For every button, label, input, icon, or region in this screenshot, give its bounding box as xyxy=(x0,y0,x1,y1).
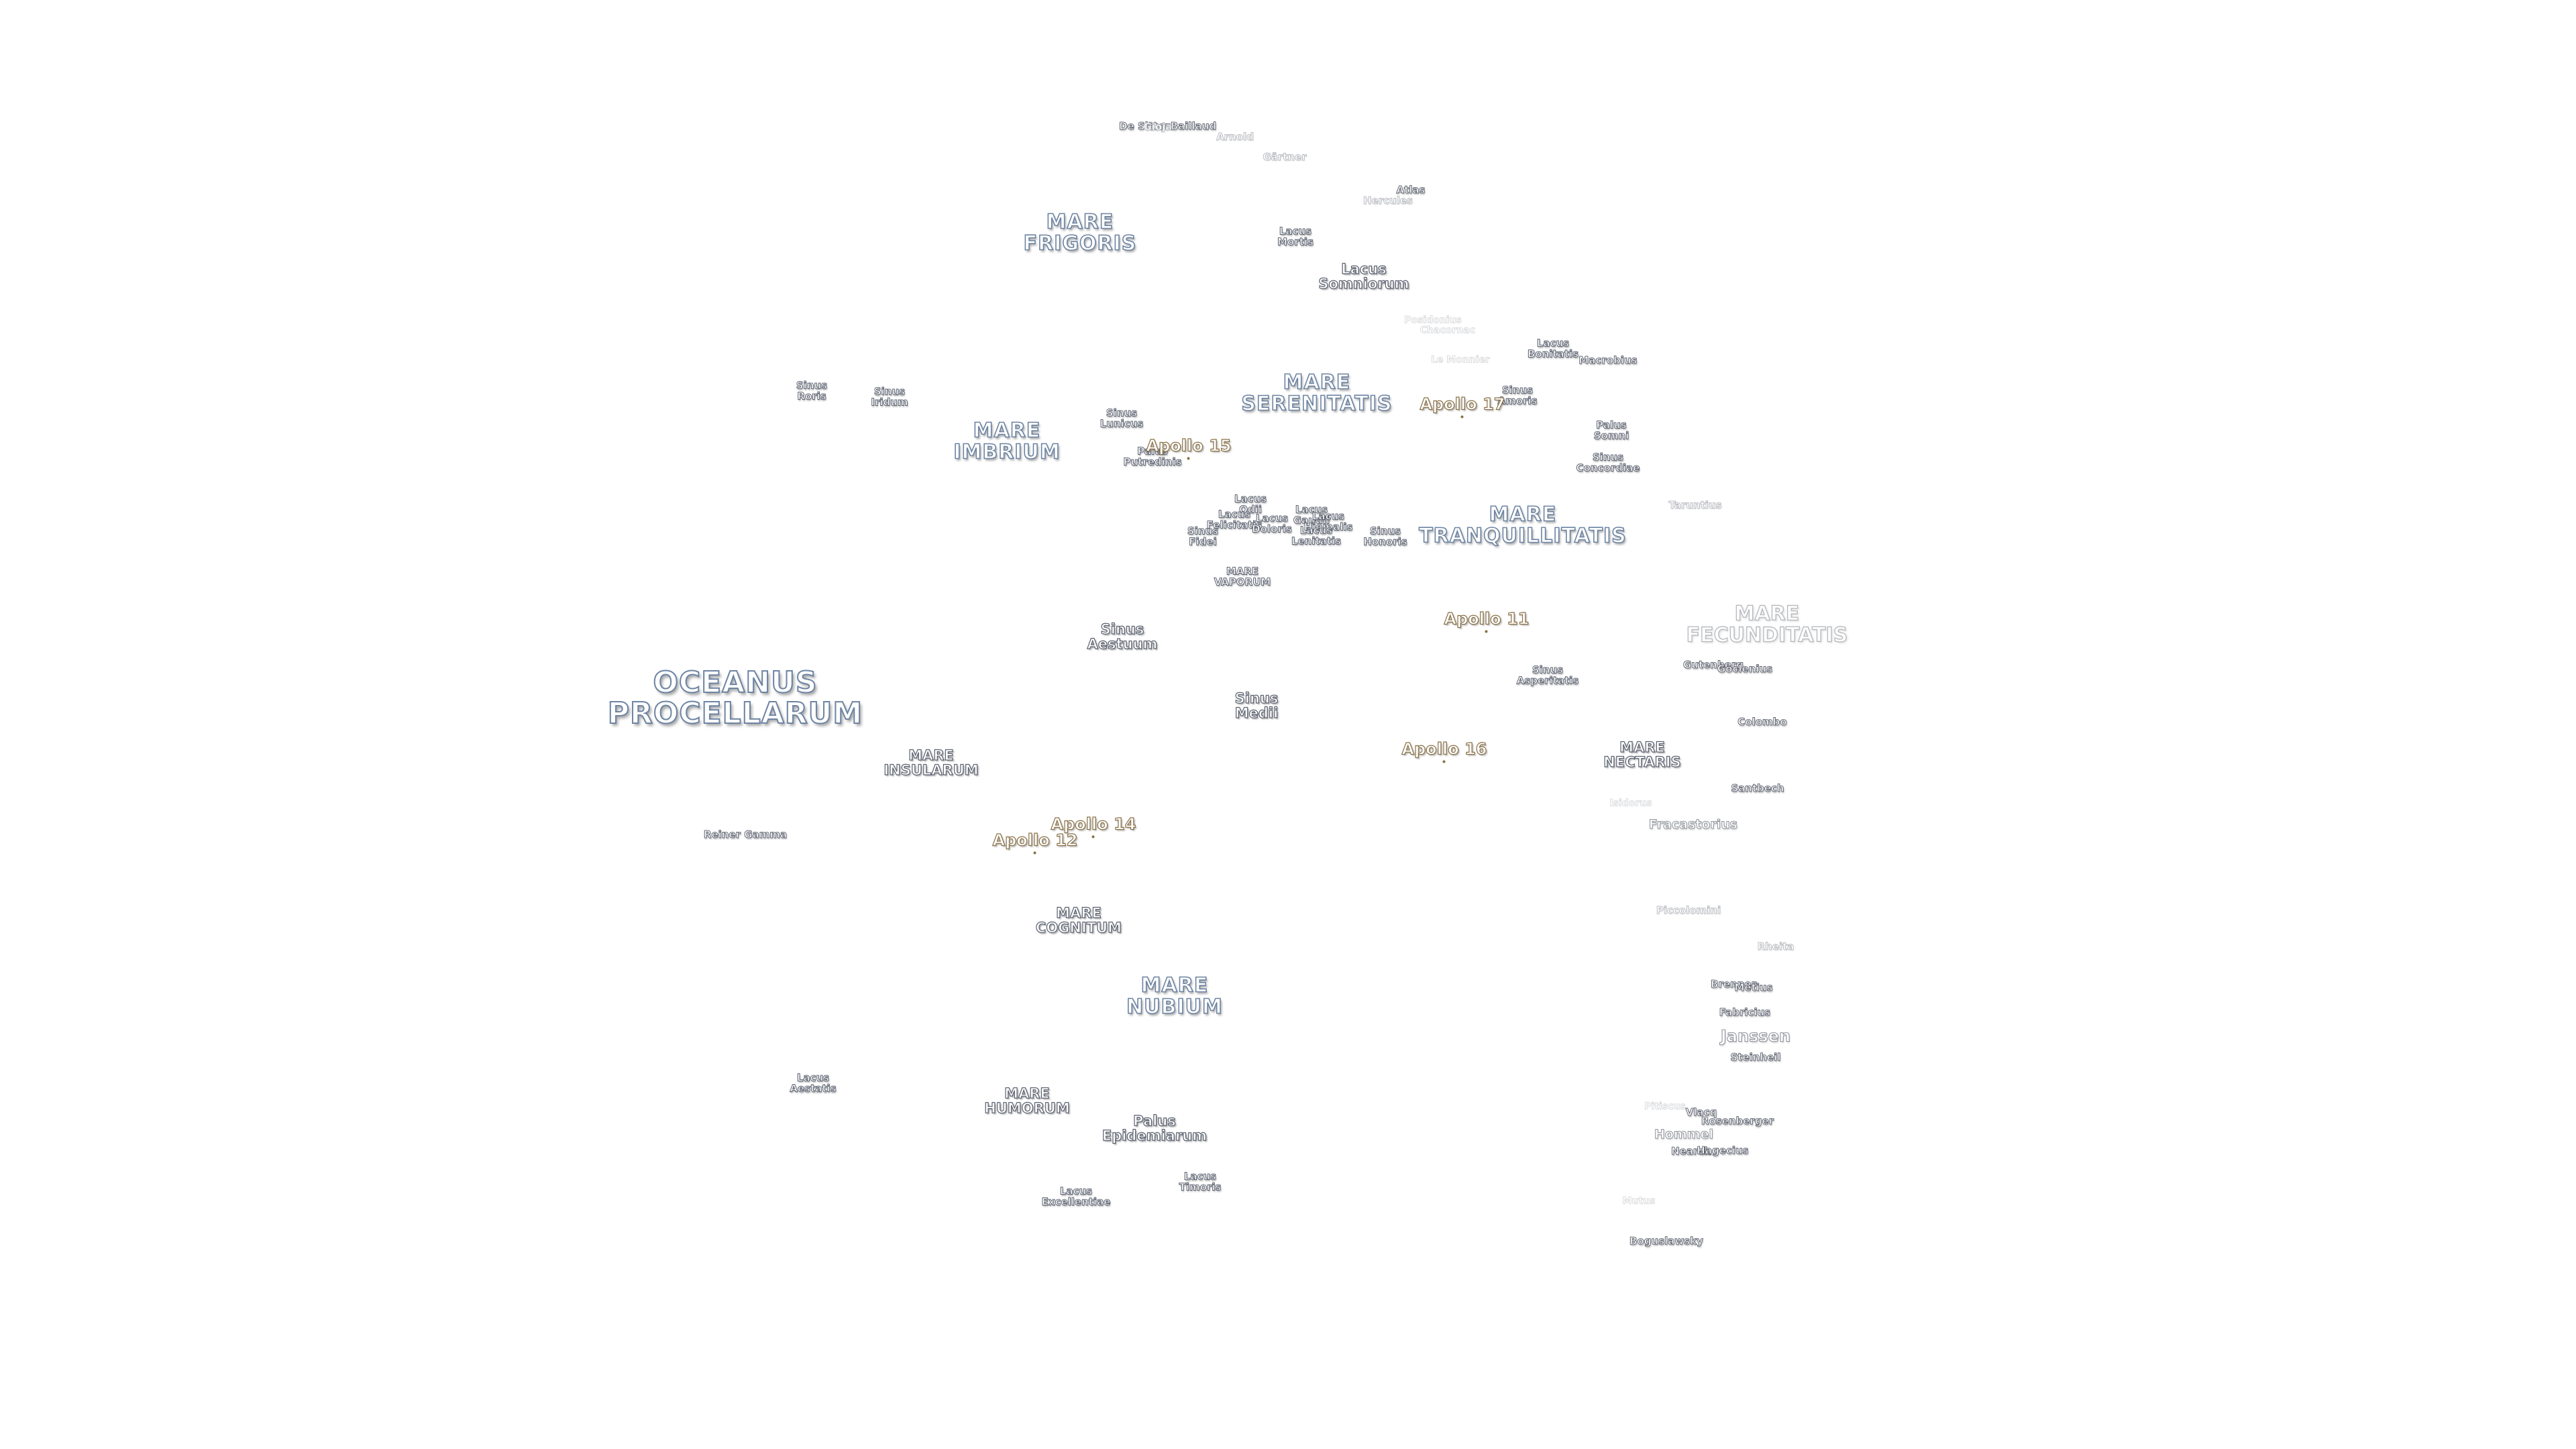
map-label: Apollo 12 xyxy=(992,830,1078,855)
map-label: Rosenberger xyxy=(1701,1115,1774,1128)
map-label: MARE IMBRIUM xyxy=(953,419,1061,464)
map-label: Lacus Hiemalis xyxy=(1303,510,1353,533)
map-label: Fracastorius xyxy=(1648,817,1738,833)
map-label: Gioja xyxy=(1143,121,1173,133)
map-label: Lacus Bonitatis xyxy=(1527,337,1579,360)
map-label: Apollo 11 xyxy=(1444,609,1529,633)
map-label: MARE COGNITUM xyxy=(1035,904,1122,936)
map-label: Brenner xyxy=(1711,978,1757,991)
map-label: Le Monnier xyxy=(1431,354,1491,366)
map-label: Colombo xyxy=(1737,716,1787,729)
map-label: Sinus Lunicus xyxy=(1099,407,1144,429)
map-label: Janssen xyxy=(1720,1026,1791,1046)
map-label: De Sitter xyxy=(1119,120,1171,133)
map-label: Nearch xyxy=(1671,1145,1712,1158)
map-label: OCEANUS PROCELLARUM xyxy=(607,665,863,731)
map-label: MARE SERENITATIS xyxy=(1241,370,1393,415)
map-label: Lacus Lenitatis xyxy=(1291,524,1342,547)
map-label: Reiner Gamma xyxy=(703,828,788,841)
map-label: Sinus Medii xyxy=(1234,690,1279,721)
map-label: Lacus Excellentiae xyxy=(1041,1185,1111,1208)
map-label: Hommel xyxy=(1654,1127,1714,1142)
map-label: Sinus Asperitatis xyxy=(1516,663,1579,686)
map-label: Isidorus xyxy=(1609,798,1652,809)
map-label: Apollo 14 xyxy=(1051,814,1136,839)
map-label: Boguslawsky xyxy=(1629,1235,1704,1248)
map-label: Pitiscus xyxy=(1644,1101,1686,1112)
map-label: MARE VAPORUM xyxy=(1214,565,1271,588)
map-label: Apollo 16 xyxy=(1401,739,1487,763)
map-label: Lacus Aestatis xyxy=(790,1071,837,1094)
map-label: Macrobius xyxy=(1578,354,1638,367)
map-label: Steinheil xyxy=(1730,1051,1781,1064)
map-label: Lacus Gaudii xyxy=(1293,503,1330,526)
map-label: Sinus Honoris xyxy=(1363,525,1407,547)
map-label: Sinus Fidei xyxy=(1187,525,1219,547)
map-label: Piccolomini xyxy=(1656,904,1721,917)
map-label: MARE NECTARIS xyxy=(1603,739,1682,770)
map-label: Palus Epidemiarum xyxy=(1102,1112,1208,1144)
map-label: Santbech xyxy=(1731,782,1784,795)
map-label: Mutus xyxy=(1622,1195,1656,1207)
map-label: MARE NUBIUM xyxy=(1126,973,1223,1018)
map-label: Apollo 17 xyxy=(1419,394,1505,419)
map-label: Posidonius xyxy=(1404,315,1462,326)
map-label: Goclenius xyxy=(1717,663,1773,676)
map-label: Hercules xyxy=(1363,195,1413,207)
map-label: Palus Somni xyxy=(1593,419,1629,441)
map-label: Lacus Mortis xyxy=(1277,225,1314,248)
map-label: MARE FRIGORIS xyxy=(1023,210,1137,255)
map-label: Lacus Felicitatis xyxy=(1206,508,1263,531)
map-label: Apollo 15 xyxy=(1146,436,1232,460)
map-label: Chacornac xyxy=(1419,325,1476,336)
map-label: Palus Putredinis xyxy=(1123,445,1182,468)
map-label: MARE FECUNDITATIS xyxy=(1686,602,1848,647)
map-label: Lacus Odii xyxy=(1234,492,1267,515)
map-label: Gärtner xyxy=(1263,151,1307,164)
map-label: Rheita xyxy=(1757,941,1794,953)
map-label: Arnold xyxy=(1216,131,1254,144)
map-label: Sinus Aestuum xyxy=(1087,621,1158,652)
map-label: Metius xyxy=(1734,981,1773,994)
map-label: Sinus Roris xyxy=(796,379,828,402)
map-label: Lacus Somniorum xyxy=(1318,260,1409,292)
map-label: Lacus Timoris xyxy=(1179,1170,1222,1193)
map-label: Hagecius xyxy=(1697,1144,1749,1157)
map-label: MARE INSULARUM xyxy=(883,747,979,778)
map-label: Gutenberg xyxy=(1682,659,1744,672)
map-label: MARE TRANQUILLITATIS xyxy=(1418,502,1627,547)
map-label: Sinus Concordiae xyxy=(1576,451,1640,474)
map-label: MARE HUMORUM xyxy=(984,1085,1071,1116)
map-label: Vlacq xyxy=(1685,1106,1717,1119)
map-label: Baillaud xyxy=(1170,120,1217,133)
map-label: Taruntius xyxy=(1668,499,1722,512)
map-label: Lacus Doloris xyxy=(1252,512,1293,535)
map-label: Sinus Amoris xyxy=(1497,384,1538,407)
map-label: Atlas xyxy=(1396,184,1426,197)
map-label: Fabricius xyxy=(1719,1006,1771,1019)
map-label: Sinus Iridum xyxy=(871,385,908,408)
